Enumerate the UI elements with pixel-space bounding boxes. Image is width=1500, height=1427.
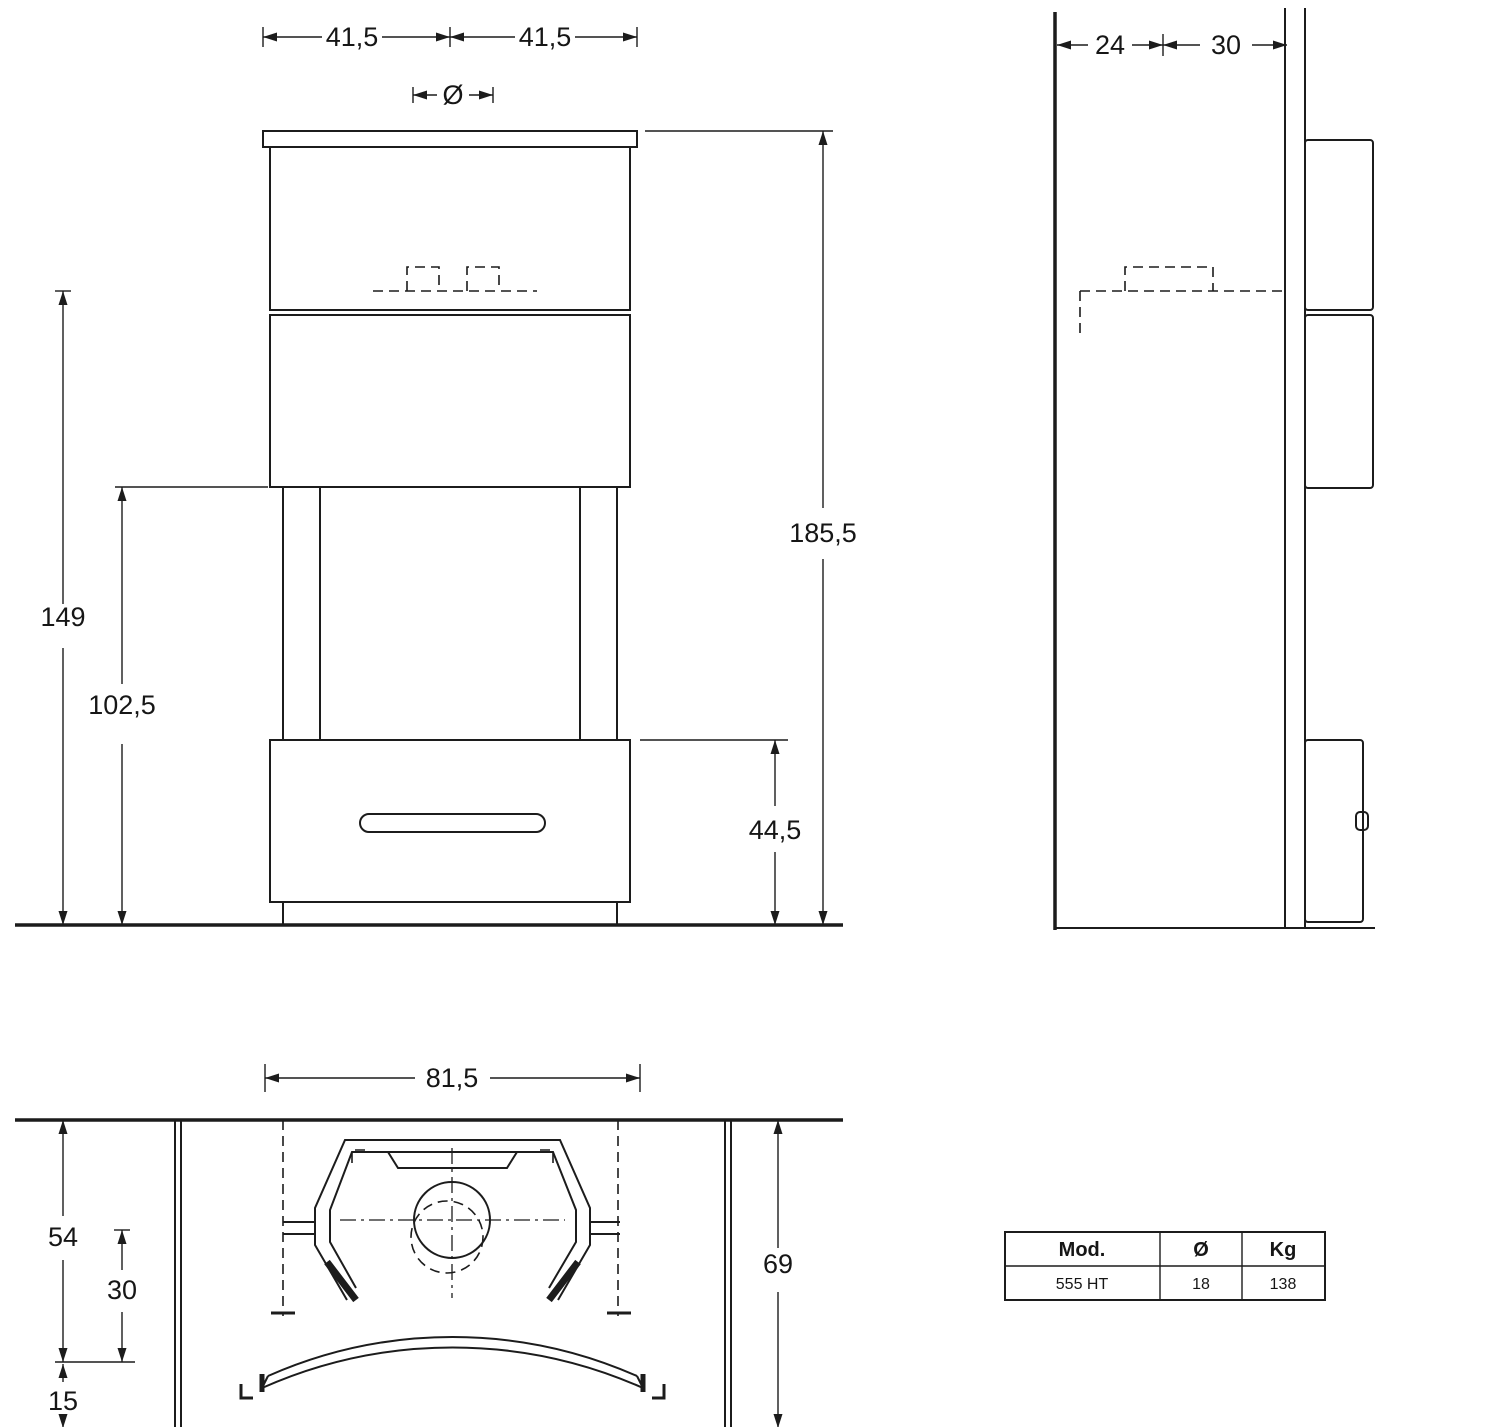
plan-view (15, 1118, 843, 1427)
plan-left-panel (174, 1120, 182, 1427)
dim-label-width-right: 41,5 (519, 22, 572, 52)
dim-label-height-flue-center: 149 (40, 602, 85, 632)
side-flue-hidden-lines (1079, 266, 1285, 333)
front-dimensions: 41,5 41,5 Ø 185,5 149 102,5 44,5 (40, 22, 857, 925)
front-drawer-box (269, 739, 631, 903)
plan-door-arc-outer (261, 1346, 644, 1389)
side-top-box (1304, 139, 1374, 311)
dim-label-flue-to-front: 30 (1211, 30, 1241, 60)
spec-table: Mod. Ø Kg 555 HT 18 138 (1004, 1231, 1326, 1301)
dim-label-plan-depth-inner: 30 (107, 1275, 137, 1305)
plan-body-inner (329, 1151, 577, 1289)
spec-header-diameter: Ø (1193, 1239, 1209, 1261)
plan-right-panel (724, 1120, 732, 1427)
dim-label-plan-front-bulge: 15 (48, 1386, 78, 1416)
plan-flue-circle-hidden (410, 1200, 484, 1274)
plan-flue-hidden-brackets (351, 1149, 554, 1163)
front-drawer-handle (359, 813, 546, 833)
dim-label-height-base: 44,5 (749, 815, 802, 845)
front-upper-box (269, 146, 631, 311)
plan-body-outer (314, 1139, 591, 1301)
side-middle-box (1304, 314, 1374, 489)
front-base-legs (282, 902, 618, 925)
side-view (1053, 8, 1375, 930)
front-firebox-columns (282, 487, 618, 740)
plan-flue-outlet (387, 1151, 518, 1169)
side-drawer-handle (1355, 811, 1369, 831)
spec-header-model: Mod. (1059, 1239, 1106, 1261)
dim-label-plan-depth-total: 69 (763, 1249, 793, 1279)
dim-label-height-total: 185,5 (789, 518, 857, 548)
side-dimensions: 24 30 (1057, 30, 1287, 60)
spec-value-weight: 138 (1270, 1276, 1297, 1293)
plan-wing-connectors (283, 1221, 620, 1235)
dim-label-flue-diameter: Ø (442, 80, 463, 110)
dim-label-height-top-section: 102,5 (88, 690, 156, 720)
side-drawer-box (1304, 739, 1364, 923)
plan-dimensions: 81,5 54 30 15 69 (48, 1063, 793, 1427)
front-flue-hidden-lines (373, 266, 537, 292)
dim-label-width-left: 41,5 (326, 22, 379, 52)
dim-label-wall-to-flue: 24 (1095, 30, 1125, 60)
plan-door-frame-marks (239, 1259, 666, 1400)
front-view (15, 130, 843, 927)
front-middle-band (269, 314, 631, 488)
spec-value-diameter: 18 (1192, 1276, 1210, 1293)
spec-value-model: 555 HT (1056, 1276, 1109, 1293)
dim-label-plan-depth-body: 54 (48, 1222, 78, 1252)
spec-header-weight: Kg (1270, 1239, 1297, 1261)
front-top-cap (262, 130, 638, 148)
plan-door-arc-inner (267, 1336, 638, 1377)
dim-label-plan-width: 81,5 (426, 1063, 479, 1093)
